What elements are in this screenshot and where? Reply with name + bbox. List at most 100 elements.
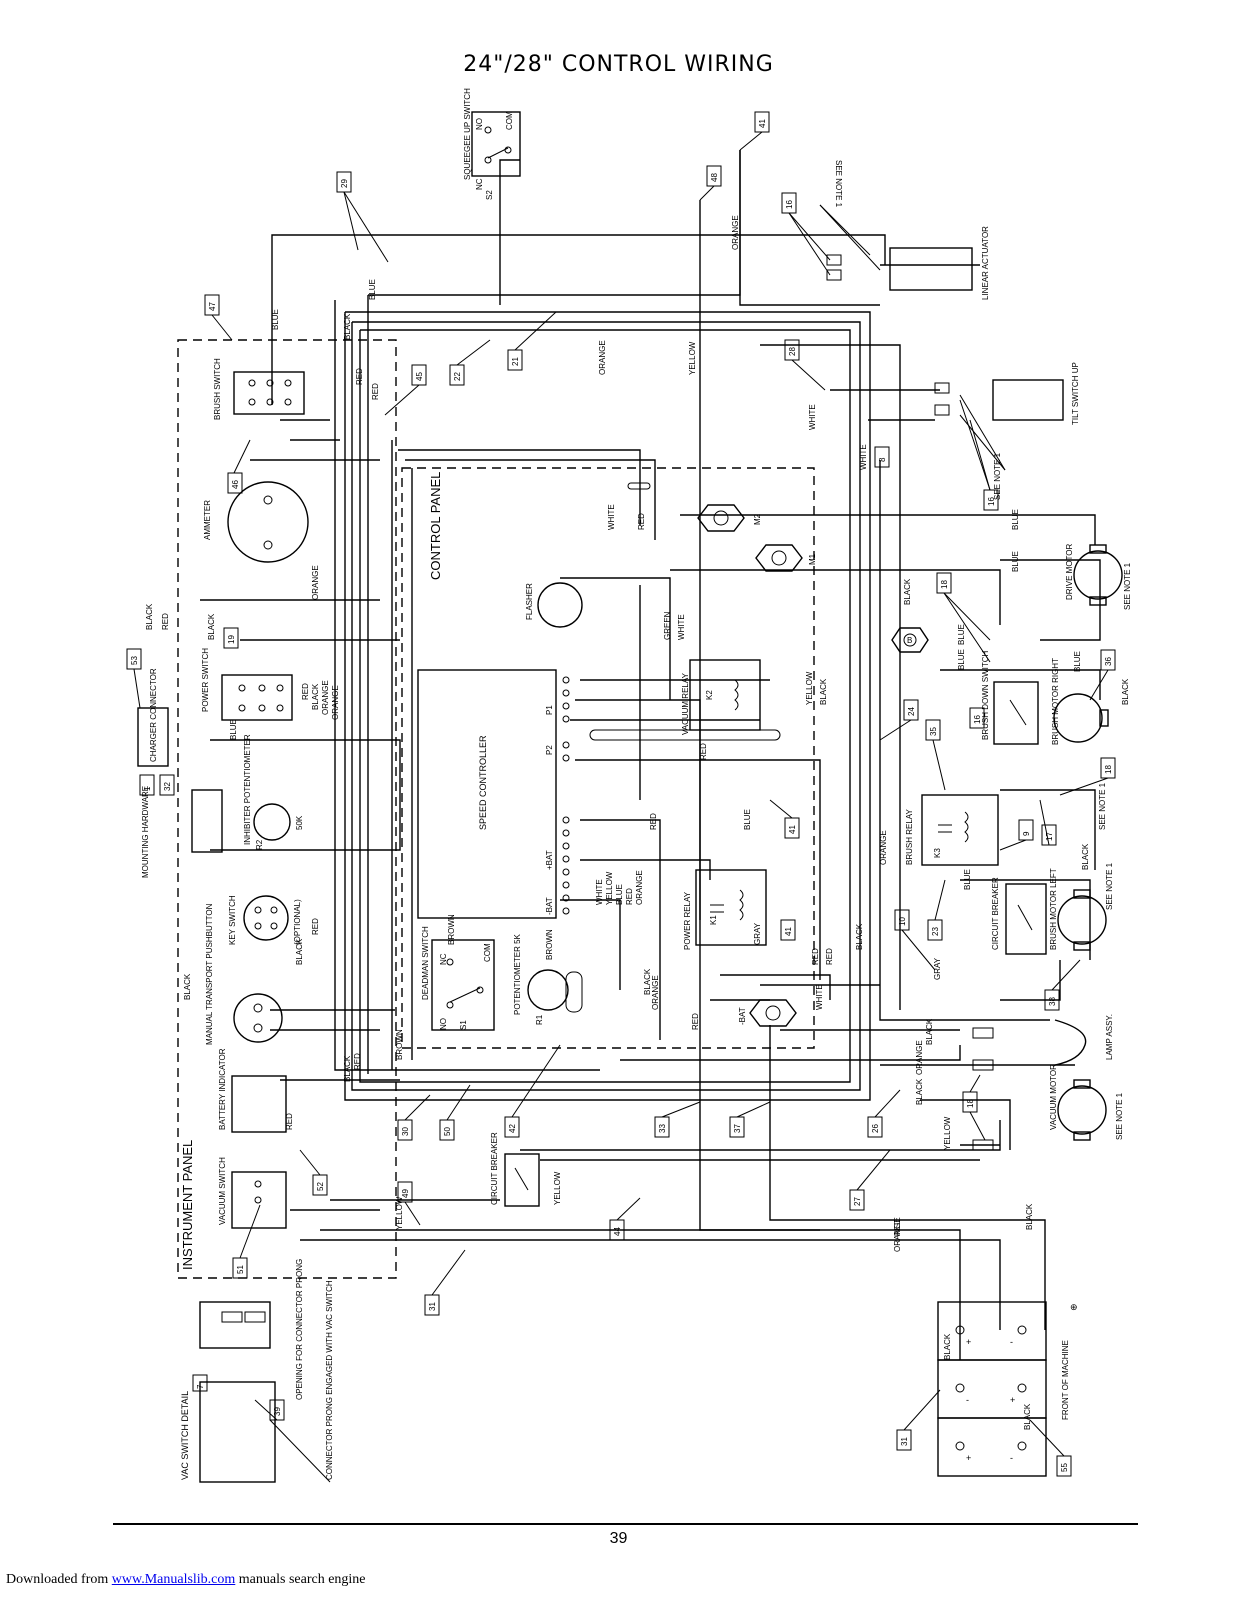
footer-rule: [113, 1523, 1138, 1525]
page-number: 39: [609, 1530, 628, 1547]
callout-9: 9: [1022, 831, 1031, 836]
callout-31b: 31: [900, 1437, 909, 1446]
wc-blue-10: BLUE: [957, 649, 966, 670]
wc-orange-3: ORANGE: [879, 830, 888, 865]
wc-white-4: WHITE: [677, 614, 686, 640]
wc-green-1: GREEN: [663, 611, 672, 640]
callout-41b: 41: [788, 825, 797, 834]
wc-blue-5: BLUE: [743, 809, 752, 830]
power-relay-label: POWER RELAY: [683, 891, 692, 950]
wc-red-8: RED: [893, 1219, 902, 1236]
wc-black-9: BLACK: [1025, 1203, 1034, 1230]
callout-24: 24: [907, 707, 916, 716]
wc-black-18: BLACK: [1121, 678, 1130, 705]
charger-connector: CHARGER CONNECTOR: [137, 668, 169, 767]
tilt-switch: TILT SWITCH UP: [934, 362, 1080, 425]
callout-8: 8: [878, 457, 887, 462]
manualslib-link[interactable]: www.Manualslib.com: [111, 1572, 236, 1587]
wc-red-7: RED: [625, 888, 634, 905]
potentiometer-label: POTENTIOMETER 5K: [513, 933, 522, 1015]
squeegee-up-switch: SQUEEGEE UP SWITCH S2: [463, 88, 521, 200]
wc-yellow-6: YELLOW: [395, 1196, 404, 1230]
wc-yellow-4: YELLOW: [943, 1116, 952, 1150]
deadman-switch: DEADMAN SWITCH S1: [421, 926, 495, 1031]
vacuum-relay: VACUUM RELAY K2: [681, 659, 761, 735]
callout-26: 26: [871, 1124, 880, 1133]
power-switch: POWER SWITCH: [201, 648, 293, 721]
callout-7: 7: [196, 1384, 205, 1389]
wc-red-9: RED: [161, 613, 170, 630]
see-note-4: SEE NOTE 1: [1098, 782, 1107, 830]
inhibiter-potentiometer-label: INHIBITER POTENTIOMETER: [243, 734, 252, 845]
brush-down-switch-label: BRUSH DOWN SWITCH: [981, 650, 990, 740]
earth-symbol: ⊕: [1070, 1302, 1078, 1312]
s2-label: S2: [485, 190, 494, 200]
wc-black-11: BLACK: [1023, 1403, 1032, 1430]
callout-22: 22: [453, 372, 462, 381]
speed-controller-box: [417, 669, 557, 919]
footer-prefix: Downloaded from: [6, 1572, 112, 1587]
wc-black-15: BLACK: [295, 938, 304, 965]
neg-bat-ctrl-label: -BAT: [545, 897, 554, 915]
callout-18c: 18: [966, 1099, 975, 1108]
wc-orange-5: ORANGE: [635, 870, 644, 905]
wc-red-4: RED: [811, 948, 820, 965]
wc-black-14: BLACK: [311, 683, 320, 710]
wc-orange-8: ORANGE: [311, 565, 320, 600]
wc-black-5: BLACK: [855, 923, 864, 950]
callout-36: 36: [1104, 657, 1113, 666]
callout-49: 49: [401, 1189, 410, 1198]
callout-50: 50: [443, 1127, 452, 1136]
wc-red-2: RED: [371, 383, 380, 400]
wc-blue-9: BLUE: [957, 624, 966, 645]
wc-orange-10: ORANGE: [331, 685, 340, 720]
wc-red-6: RED: [691, 1013, 700, 1030]
s1-label: S1: [459, 1020, 468, 1030]
callout-52: 52: [316, 1182, 325, 1191]
instrument-panel-label: INSTRUMENT PANEL: [180, 1140, 195, 1270]
callout-16c: 16: [973, 715, 982, 724]
wc-white-3: WHITE: [607, 504, 616, 530]
pot-50k-label: 50K: [295, 815, 304, 830]
instrument-panel-outline: [177, 339, 397, 1279]
squeegee-up-switch-label: SQUEEGEE UP SWITCH: [463, 88, 472, 180]
squeegee-com: COM: [505, 111, 514, 130]
circuit-breaker-bottom-label: CIRCUIT BREAKER: [490, 1132, 499, 1205]
vac-switch-detail: VAC SWITCH DETAIL OPENING FOR CONNECTOR …: [180, 1259, 334, 1483]
squeegee-no: NO: [475, 118, 484, 130]
wc-orange-6: ORANGE: [915, 1040, 924, 1075]
callout-55: 55: [1060, 1463, 1069, 1472]
wc-brown-2: BROWN: [545, 929, 554, 960]
terminal-m1: M1: [755, 544, 817, 572]
wc-white-1: WHITE: [808, 404, 817, 430]
callout-46: 46: [231, 480, 240, 489]
deadman-com: COM: [483, 943, 492, 962]
callout-31a: 31: [428, 1302, 437, 1311]
flasher-label: FLASHER: [525, 583, 534, 620]
deadman-switch-label: DEADMAN SWITCH: [421, 926, 430, 1000]
bat3-plus: +: [966, 1453, 971, 1463]
wc-red-11: RED: [311, 918, 320, 935]
callout-16a: 16: [785, 200, 794, 209]
battery-indicator: BATTERY INDICATOR: [218, 1048, 287, 1133]
brush-down-switch: BRUSH DOWN SWITCH: [981, 650, 1039, 745]
p2-label: P2: [545, 745, 554, 755]
brush-motor-left-label: BRUSH MOTOR LEFT: [1049, 868, 1058, 950]
wc-yellow-1: YELLOW: [688, 341, 697, 375]
drive-motor: DRIVE MOTOR: [1065, 543, 1123, 606]
callout-38: 38: [1048, 997, 1057, 1006]
batteries: + - - + + - ⊕ FRONT OF MACHINE: [937, 1301, 1078, 1477]
brush-motor-right-label: BRUSH MOTOR RIGHT: [1051, 658, 1060, 745]
wc-red-5: RED: [825, 948, 834, 965]
pot-r1: R1: [535, 1014, 544, 1025]
linear-actuator-label: LINEAR ACTUATOR: [981, 226, 990, 300]
wc-white-6: WHITE: [595, 879, 604, 905]
bat2-plus: +: [1010, 1395, 1015, 1405]
pot-r2: R2: [255, 839, 264, 850]
callout-27: 27: [853, 1197, 862, 1206]
callout-28: 28: [788, 347, 797, 356]
vac-switch-detail-label: VAC SWITCH DETAIL: [180, 1391, 190, 1480]
power-relay: POWER RELAY K1: [683, 869, 767, 950]
callout-23: 23: [931, 927, 940, 936]
brush-motor-left: BRUSH MOTOR LEFT: [1049, 868, 1107, 951]
